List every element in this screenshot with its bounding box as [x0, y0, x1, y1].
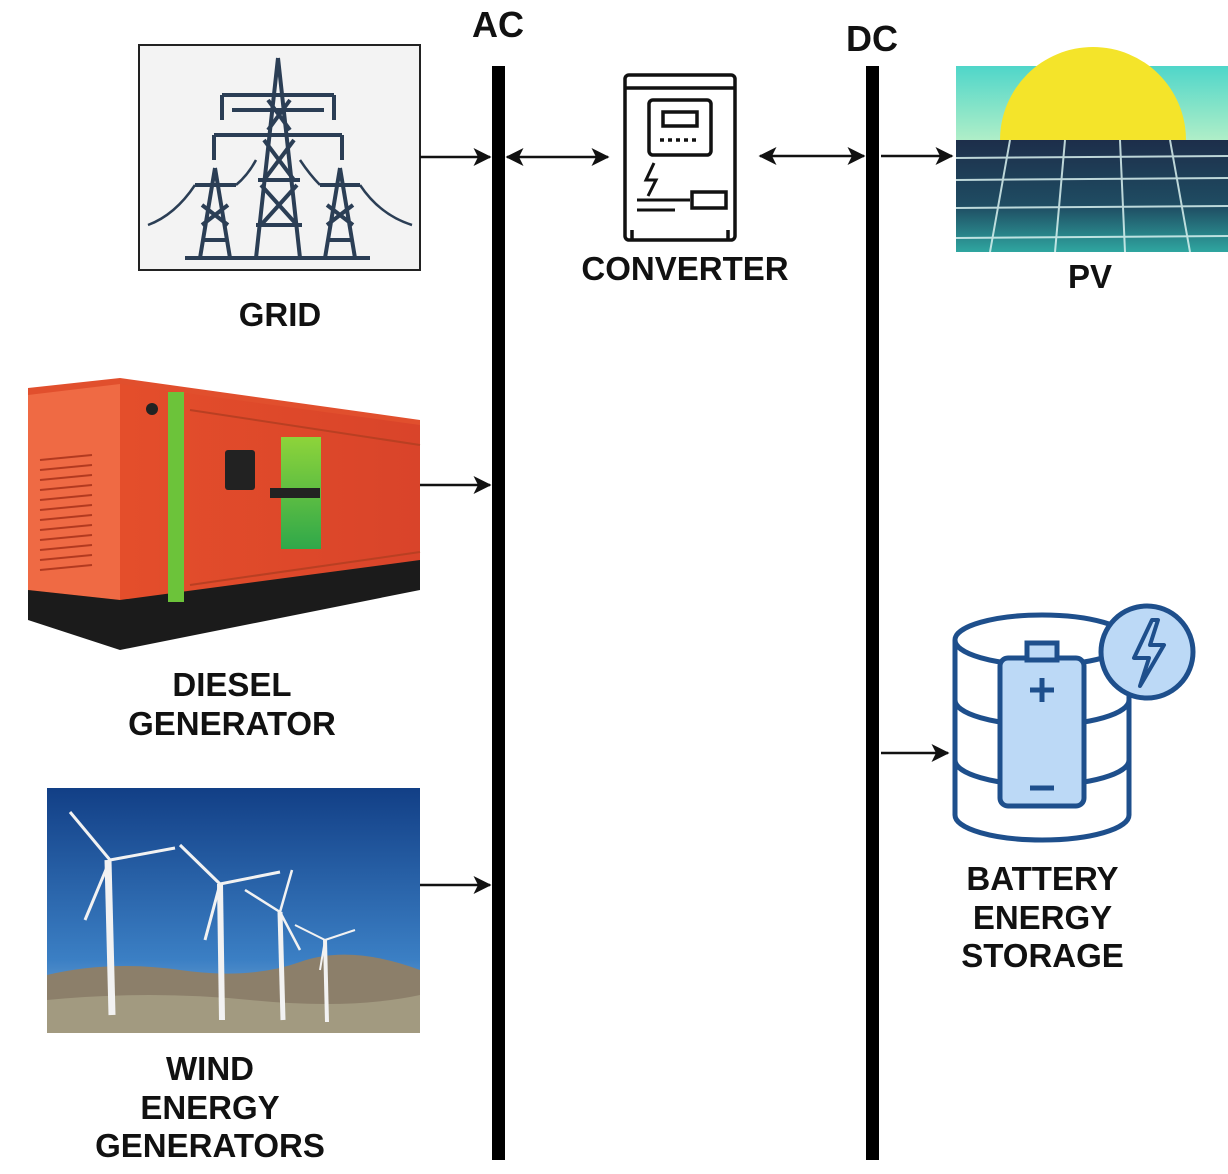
ac-bus-label: AC	[472, 4, 524, 45]
diesel-generator-label: DIESEL GENERATOR	[92, 666, 372, 743]
wind-turbine-icon	[47, 788, 420, 1033]
dc-bus-label: DC	[846, 18, 898, 59]
converter-label: CONVERTER	[581, 250, 789, 287]
grid-label: GRID	[238, 296, 322, 333]
pv-label: PV	[1067, 258, 1113, 295]
dc-bus-bar	[866, 66, 879, 1160]
diesel-generator-icon	[28, 378, 421, 650]
wind-label-line1: WIND	[166, 1050, 254, 1087]
battery-storage-label: BATTERY ENERGY STORAGE	[920, 860, 1165, 976]
wind-label-line3: GENERATORS	[95, 1127, 325, 1165]
inverter-icon	[623, 73, 737, 242]
battery-label-line3: STORAGE	[961, 937, 1124, 975]
wind-generators-label: WIND ENERGY GENERATORS	[60, 1050, 360, 1166]
lightning-bolt-icon	[1098, 603, 1196, 701]
sun-shape	[1000, 47, 1186, 140]
ac-bus-bar	[492, 66, 505, 1160]
diesel-label-line1: DIESEL	[172, 666, 292, 703]
battery-label-line1: BATTERY	[966, 860, 1119, 897]
diesel-label-line2: GENERATOR	[128, 704, 336, 742]
battery-label-line2: ENERGY	[972, 898, 1113, 936]
transmission-tower-icon	[147, 57, 413, 260]
grid-tower-image	[138, 44, 421, 271]
solar-panel-icon	[955, 47, 1228, 253]
wind-label-line2: ENERGY	[140, 1088, 280, 1126]
battery-storage-icon	[952, 603, 1196, 843]
